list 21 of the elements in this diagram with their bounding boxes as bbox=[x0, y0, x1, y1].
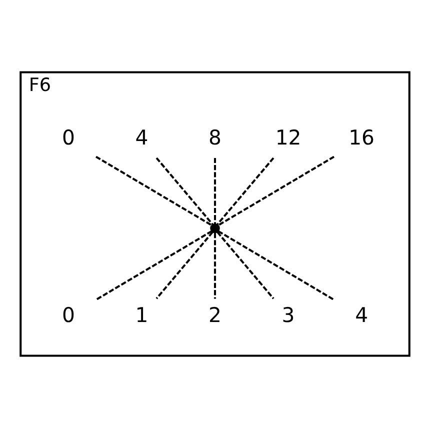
connector bbox=[216, 157, 274, 225]
connector bbox=[156, 157, 214, 225]
node-text: 2 bbox=[208, 303, 222, 328]
connector bbox=[214, 158, 216, 224]
node-text: 4 bbox=[135, 125, 148, 150]
connector bbox=[216, 232, 274, 300]
node-text: 0 bbox=[62, 303, 75, 328]
node-text: 8 bbox=[208, 125, 222, 150]
connector bbox=[96, 156, 212, 226]
connector bbox=[218, 156, 334, 226]
node-text: 4 bbox=[355, 303, 368, 328]
node-text: 0 bbox=[62, 125, 75, 150]
node-point bbox=[210, 223, 220, 234]
node-text: 12 bbox=[275, 125, 302, 150]
node-text: 1 bbox=[135, 303, 148, 328]
connector bbox=[214, 233, 216, 299]
connector bbox=[156, 232, 214, 300]
connector bbox=[95, 230, 212, 301]
node-text: 16 bbox=[348, 125, 374, 150]
node-text: 3 bbox=[282, 303, 295, 328]
connector bbox=[218, 230, 335, 301]
